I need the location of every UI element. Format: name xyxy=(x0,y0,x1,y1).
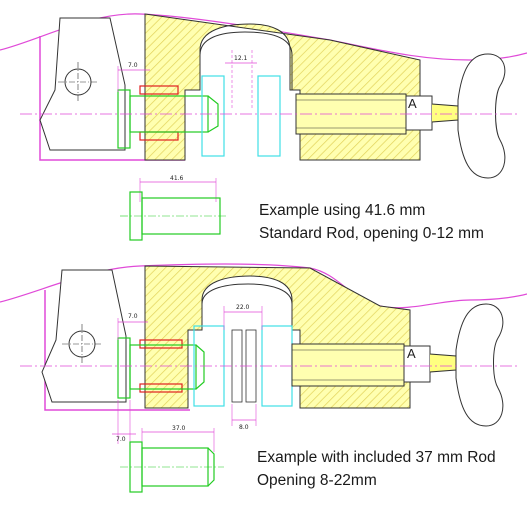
top-jaw-right xyxy=(257,75,281,157)
bottom-dim-side-gap: 7.0 xyxy=(128,313,138,320)
bottom-caption-line-2: Opening 8-22mm xyxy=(257,472,377,489)
top-housing xyxy=(144,13,421,161)
bottom-left-frame xyxy=(44,290,190,411)
top-marker-a: A xyxy=(408,96,417,111)
bottom-caption: Example with included 37 mm Rod Opening … xyxy=(257,446,496,492)
top-caption-line-1: Example using 41.6 mm xyxy=(259,202,426,219)
top-dim-side-gap: 7.0 xyxy=(128,62,138,69)
bottom-panel: A 7.0 22.0 8.0 7.0 37.0 xyxy=(0,263,527,493)
bottom-marker-a: A xyxy=(407,346,416,361)
top-caption: Example using 41.6 mm Standard Rod, open… xyxy=(259,199,484,245)
bottom-caption-line-1: Example with included 37 mm Rod xyxy=(257,449,496,466)
bottom-dim-lower-gap: 7.0 xyxy=(116,436,126,443)
bottom-housing xyxy=(144,265,411,409)
top-dim-rod-length: 41.6 xyxy=(170,175,184,182)
top-panel: A 7.0 12.1 41.6 xyxy=(0,13,527,241)
top-jaw-left xyxy=(201,75,225,157)
bottom-handle-knob xyxy=(455,303,504,427)
top-lever xyxy=(39,17,126,151)
bottom-dim-min-opening: 8.0 xyxy=(239,424,249,431)
top-handle-knob xyxy=(457,53,506,179)
top-left-frame xyxy=(39,36,185,161)
bottom-lever xyxy=(41,269,127,403)
bottom-dim-rod-length: 37.0 xyxy=(172,425,186,432)
bottom-dim-opening: 22.0 xyxy=(236,304,250,311)
bottom-screw xyxy=(291,343,405,387)
top-dim-opening: 12.1 xyxy=(234,55,248,62)
top-caption-line-2: Standard Rod, opening 0-12 mm xyxy=(259,225,484,242)
